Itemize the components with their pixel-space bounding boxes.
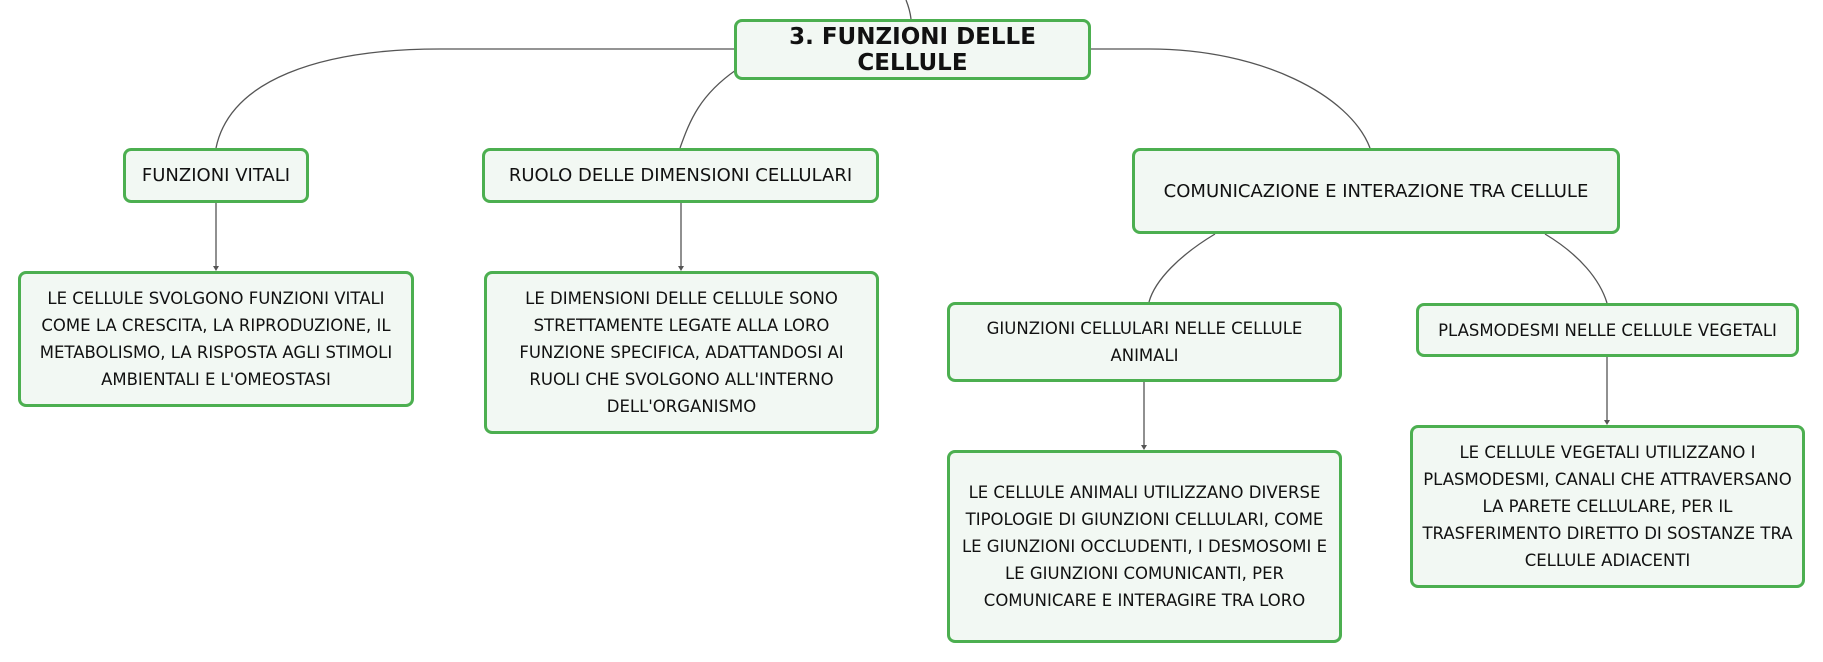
topic-label: FUNZIONI VITALI xyxy=(141,165,291,186)
root-topic-label: 3. FUNZIONI DELLE CELLULE xyxy=(789,23,1036,76)
connector-comunicazione-plasmodesmi xyxy=(1544,233,1608,304)
description-line: METABOLISMO, LA RISPOSTA AGLI STIMOLI xyxy=(39,343,393,362)
root-topic[interactable]: 3. FUNZIONI DELLE CELLULE xyxy=(734,19,1091,80)
description-line: LE CELLULE SVOLGONO FUNZIONI VITALI xyxy=(47,289,385,308)
description-giunzioni-cellulari[interactable]: LE CELLULE ANIMALI UTILIZZANO DIVERSE TI… xyxy=(947,450,1342,643)
topic-label: COMUNICAZIONE E INTERAZIONE TRA CELLULE xyxy=(1163,180,1589,202)
description-text: LE CELLULE SVOLGONO FUNZIONI VITALI COME… xyxy=(40,285,392,393)
topic-funzioni-vitali[interactable]: FUNZIONI VITALI xyxy=(123,148,309,203)
connector-comunicazione-giunzioni xyxy=(1148,233,1216,303)
arrowhead xyxy=(678,266,684,271)
description-line: LA PARETE CELLULARE, PER IL xyxy=(1482,497,1733,516)
description-line: LE GIUNZIONI COMUNICANTI, PER xyxy=(1004,564,1284,583)
description-line: LE CELLULE VEGETALI UTILIZZANO I xyxy=(1459,443,1756,462)
description-line: LE CELLULE ANIMALI UTILIZZANO DIVERSE xyxy=(968,483,1321,502)
subtopic-label-line: ANIMALI xyxy=(1110,346,1179,365)
description-line: CELLULE ADIACENTI xyxy=(1524,551,1691,570)
description-line: COME LA CRESCITA, LA RIPRODUZIONE, IL xyxy=(41,316,391,335)
topic-label: RUOLO DELLE DIMENSIONI CELLULARI xyxy=(508,165,853,186)
connector-root-parent xyxy=(905,0,912,20)
subtopic-label-line: GIUNZIONI CELLULARI NELLE CELLULE xyxy=(986,319,1303,338)
connector-root-dimensioni xyxy=(679,69,737,149)
description-line: RUOLI CHE SVOLGONO ALL'INTERNO xyxy=(529,370,834,389)
description-line: COMUNICARE E INTERAGIRE TRA LORO xyxy=(983,591,1306,610)
description-funzioni-vitali[interactable]: LE CELLULE SVOLGONO FUNZIONI VITALI COME… xyxy=(18,271,414,407)
subtopic-label: PLASMODESMI NELLE CELLULE VEGETALI xyxy=(1438,320,1777,340)
description-text: LE CELLULE VEGETALI UTILIZZANO I PLASMOD… xyxy=(1422,439,1792,574)
arrowhead xyxy=(213,266,219,271)
description-line: TRASFERIMENTO DIRETTO DI SOSTANZE TRA xyxy=(1422,524,1793,543)
arrowhead xyxy=(1141,445,1147,450)
description-line: LE GIUNZIONI OCCLUDENTI, I DESMOSOMI E xyxy=(961,537,1328,556)
description-text: LE CELLULE ANIMALI UTILIZZANO DIVERSE TI… xyxy=(962,479,1327,614)
description-line: FUNZIONE SPECIFICA, ADATTANDOSI AI xyxy=(519,343,844,362)
topic-ruolo-dimensioni[interactable]: RUOLO DELLE DIMENSIONI CELLULARI xyxy=(482,148,879,203)
connector-root-comunicazione xyxy=(1091,48,1371,149)
connector-root-vitali xyxy=(215,48,734,149)
topic-comunicazione[interactable]: COMUNICAZIONE E INTERAZIONE TRA CELLULE xyxy=(1132,148,1620,234)
description-line: DELL'ORGANISMO xyxy=(606,397,757,416)
subtopic-giunzioni-cellulari[interactable]: GIUNZIONI CELLULARI NELLE CELLULE ANIMAL… xyxy=(947,302,1342,382)
description-line: AMBIENTALI E L'OMEOSTASI xyxy=(101,370,331,389)
description-plasmodesmi[interactable]: LE CELLULE VEGETALI UTILIZZANO I PLASMOD… xyxy=(1410,425,1805,588)
subtopic-plasmodesmi[interactable]: PLASMODESMI NELLE CELLULE VEGETALI xyxy=(1416,303,1799,357)
description-line: TIPOLOGIE DI GIUNZIONI CELLULARI, COME xyxy=(965,510,1324,529)
description-text: LE DIMENSIONI DELLE CELLULE SONO STRETTA… xyxy=(519,285,843,420)
subtopic-label: GIUNZIONI CELLULARI NELLE CELLULE ANIMAL… xyxy=(987,315,1303,369)
description-ruolo-dimensioni[interactable]: LE DIMENSIONI DELLE CELLULE SONO STRETTA… xyxy=(484,271,879,434)
description-line: LE DIMENSIONI DELLE CELLULE SONO xyxy=(525,289,838,308)
description-line: PLASMODESMI, CANALI CHE ATTRAVERSANO xyxy=(1423,470,1792,489)
arrowhead xyxy=(1604,420,1610,425)
description-line: STRETTAMENTE LEGATE ALLA LORO xyxy=(533,316,830,335)
